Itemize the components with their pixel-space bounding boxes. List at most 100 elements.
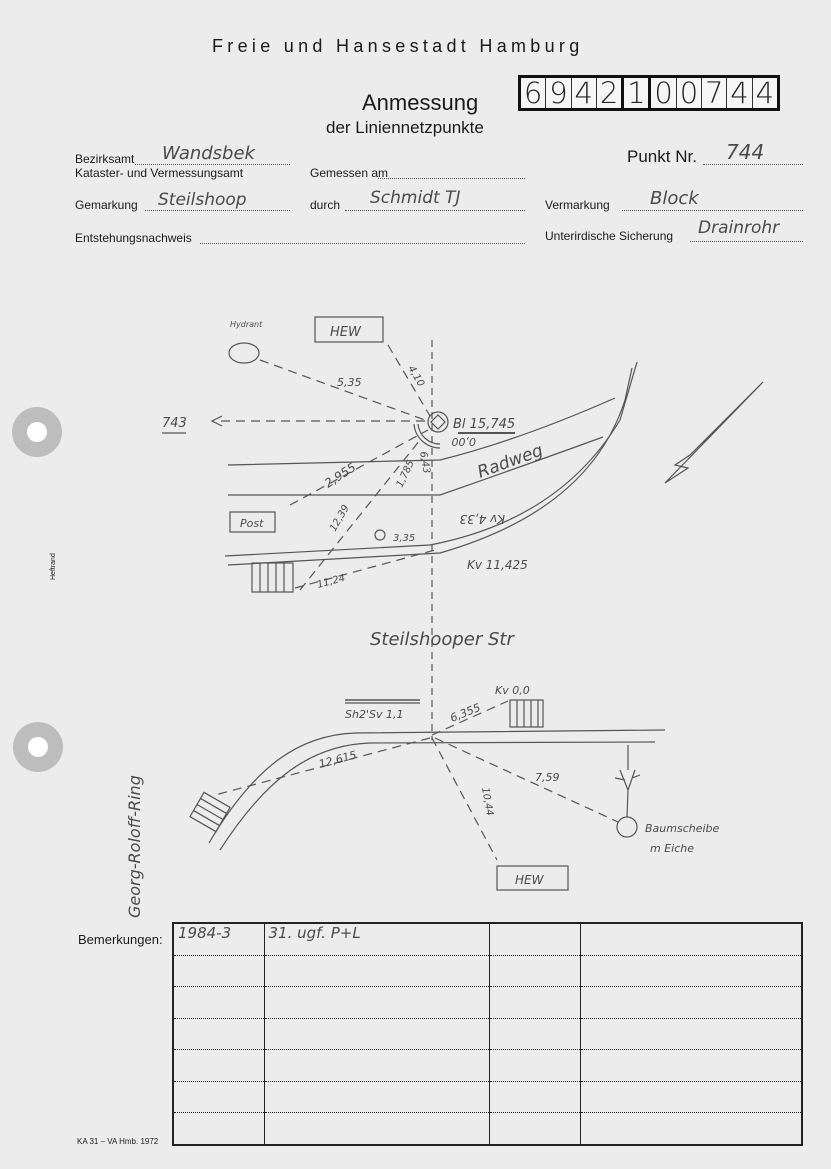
kataster-label: Kataster- und Vermessungsamt (75, 166, 244, 180)
baumscheibe-label: Baumscheibe (645, 822, 720, 835)
station-label: Bl 15,745 (453, 417, 515, 432)
digit: 4 (755, 76, 775, 110)
eiche-label: m Eiche (650, 842, 694, 855)
remarks-cell (263, 1049, 489, 1082)
remarks-cell (263, 1112, 489, 1145)
remarks-cell (263, 986, 489, 1019)
digit: 2 (597, 78, 625, 108)
gemessen-label: Gemessen am (310, 166, 389, 180)
punch-hole (13, 722, 63, 772)
gemarkung-value: Steilshoop (158, 190, 247, 210)
digit: 6 (521, 78, 547, 108)
entstehung-label: Entstehungsnachweis (75, 231, 192, 245)
hew-box-top (314, 316, 384, 343)
remarks-cell (579, 1081, 802, 1114)
digit: 7 (702, 78, 728, 108)
remarks-row (172, 1112, 802, 1145)
vermarkung-label: Vermarkung (545, 198, 610, 212)
remarks-cell (172, 1112, 264, 1145)
remarks-cell (488, 1081, 580, 1114)
document-title: Anmessung (362, 90, 479, 115)
sh2-label: Sh2'Sv 1,1 (345, 708, 403, 721)
durch-label: durch (310, 198, 341, 212)
remarks-label: Bemerkungen: (78, 932, 163, 947)
remarks-cell (172, 955, 264, 988)
remarks-row (172, 1018, 802, 1051)
tree-icon (616, 816, 638, 838)
punkt-value: 744 (726, 140, 765, 164)
station-marker-icon (427, 411, 449, 433)
remarks-cell (579, 923, 802, 956)
durch-value: Schmidt TJ (370, 188, 461, 208)
remarks-cell (579, 955, 802, 988)
vermarkung-value: Block (650, 188, 699, 209)
remarks-cell (579, 986, 802, 1019)
kv-433-label: Kv 4,33 (459, 512, 505, 526)
remarks-cell (172, 1049, 264, 1082)
remarks-cell: 31. ugf. P+L (263, 923, 489, 956)
zero-label: 0,00 (452, 435, 477, 448)
remarks-row (172, 955, 802, 988)
remarks-cell: 1984-3 (172, 923, 264, 956)
arrow-left-icon (210, 415, 223, 427)
remarks-cell (263, 955, 489, 988)
street-label: Steilshooper Str (370, 629, 515, 650)
remarks-cell (579, 1018, 802, 1051)
sicherung-label: Unterirdische Sicherung (545, 229, 674, 243)
distance-label: 2,955 (322, 460, 358, 490)
remarks-cell (172, 1081, 264, 1114)
building-hatch (251, 562, 294, 593)
remarks-cell (263, 1081, 489, 1114)
digit: 4 (727, 78, 753, 108)
digit: 4 (572, 78, 597, 108)
hydrant-symbol (228, 342, 260, 364)
remarks-cell (263, 1018, 489, 1051)
point-number-box: 6 9 4 2 1 0 0 7 4 4 (518, 75, 780, 111)
distance-label: 3,35 (393, 533, 415, 544)
distance-label: 11,24 (316, 573, 347, 591)
document-subtitle: der Liniennetzpunkte (326, 118, 484, 137)
sicherung-value: Drainrohr (698, 218, 780, 238)
ref-point-label: 743 (162, 416, 187, 431)
form-footer: KA 31 – VA Hmb. 1972 (77, 1137, 159, 1146)
north-arrow-icon (664, 381, 764, 484)
bezirksamt-value: Wandsbek (162, 143, 255, 164)
bezirksamt-label: Bezirksamt (75, 152, 135, 166)
distance-label: 6,43 (417, 451, 432, 475)
remarks-cell (488, 1049, 580, 1082)
remarks-row (172, 1049, 802, 1082)
digit: 9 (546, 78, 572, 108)
distance-label: 6,355 (448, 701, 482, 725)
remarks-row (172, 986, 802, 1019)
digit: 1 (624, 78, 652, 108)
authority-title: Freie und Hansestadt Hamburg (212, 36, 584, 56)
georg-roloff-ring-label: Georg-Roloff-Ring (125, 775, 144, 918)
remarks-cell (488, 1018, 580, 1051)
remarks-cell (172, 1018, 264, 1051)
hydrant-label: Hydrant (230, 320, 263, 329)
gemarkung-label: Gemarkung (75, 198, 138, 212)
distance-label: 10,44 (479, 787, 495, 817)
building-hatch (189, 791, 231, 833)
remarks-cell (488, 1112, 580, 1145)
post-label: Post (240, 517, 264, 530)
distance-label: 1,785 (395, 459, 417, 490)
punkt-label: Punkt Nr. (627, 147, 697, 166)
digit: 0 (651, 78, 677, 108)
post-box (229, 511, 276, 533)
remarks-cell (579, 1049, 802, 1082)
kv-00-label: Kv 0,0 (495, 684, 530, 697)
remarks-row (172, 1081, 802, 1114)
distance-label: 7,59 (535, 771, 560, 784)
remarks-cell (488, 955, 580, 988)
digit: 0 (677, 78, 703, 108)
punch-hole (12, 407, 62, 457)
remarks-cell (172, 986, 264, 1019)
distance-label: 5,35 (337, 376, 362, 389)
lamp-icon (374, 529, 386, 541)
kv-11425-label: Kv 11,425 (467, 558, 528, 572)
building-hatch (509, 699, 544, 728)
remarks-cell (488, 923, 580, 956)
